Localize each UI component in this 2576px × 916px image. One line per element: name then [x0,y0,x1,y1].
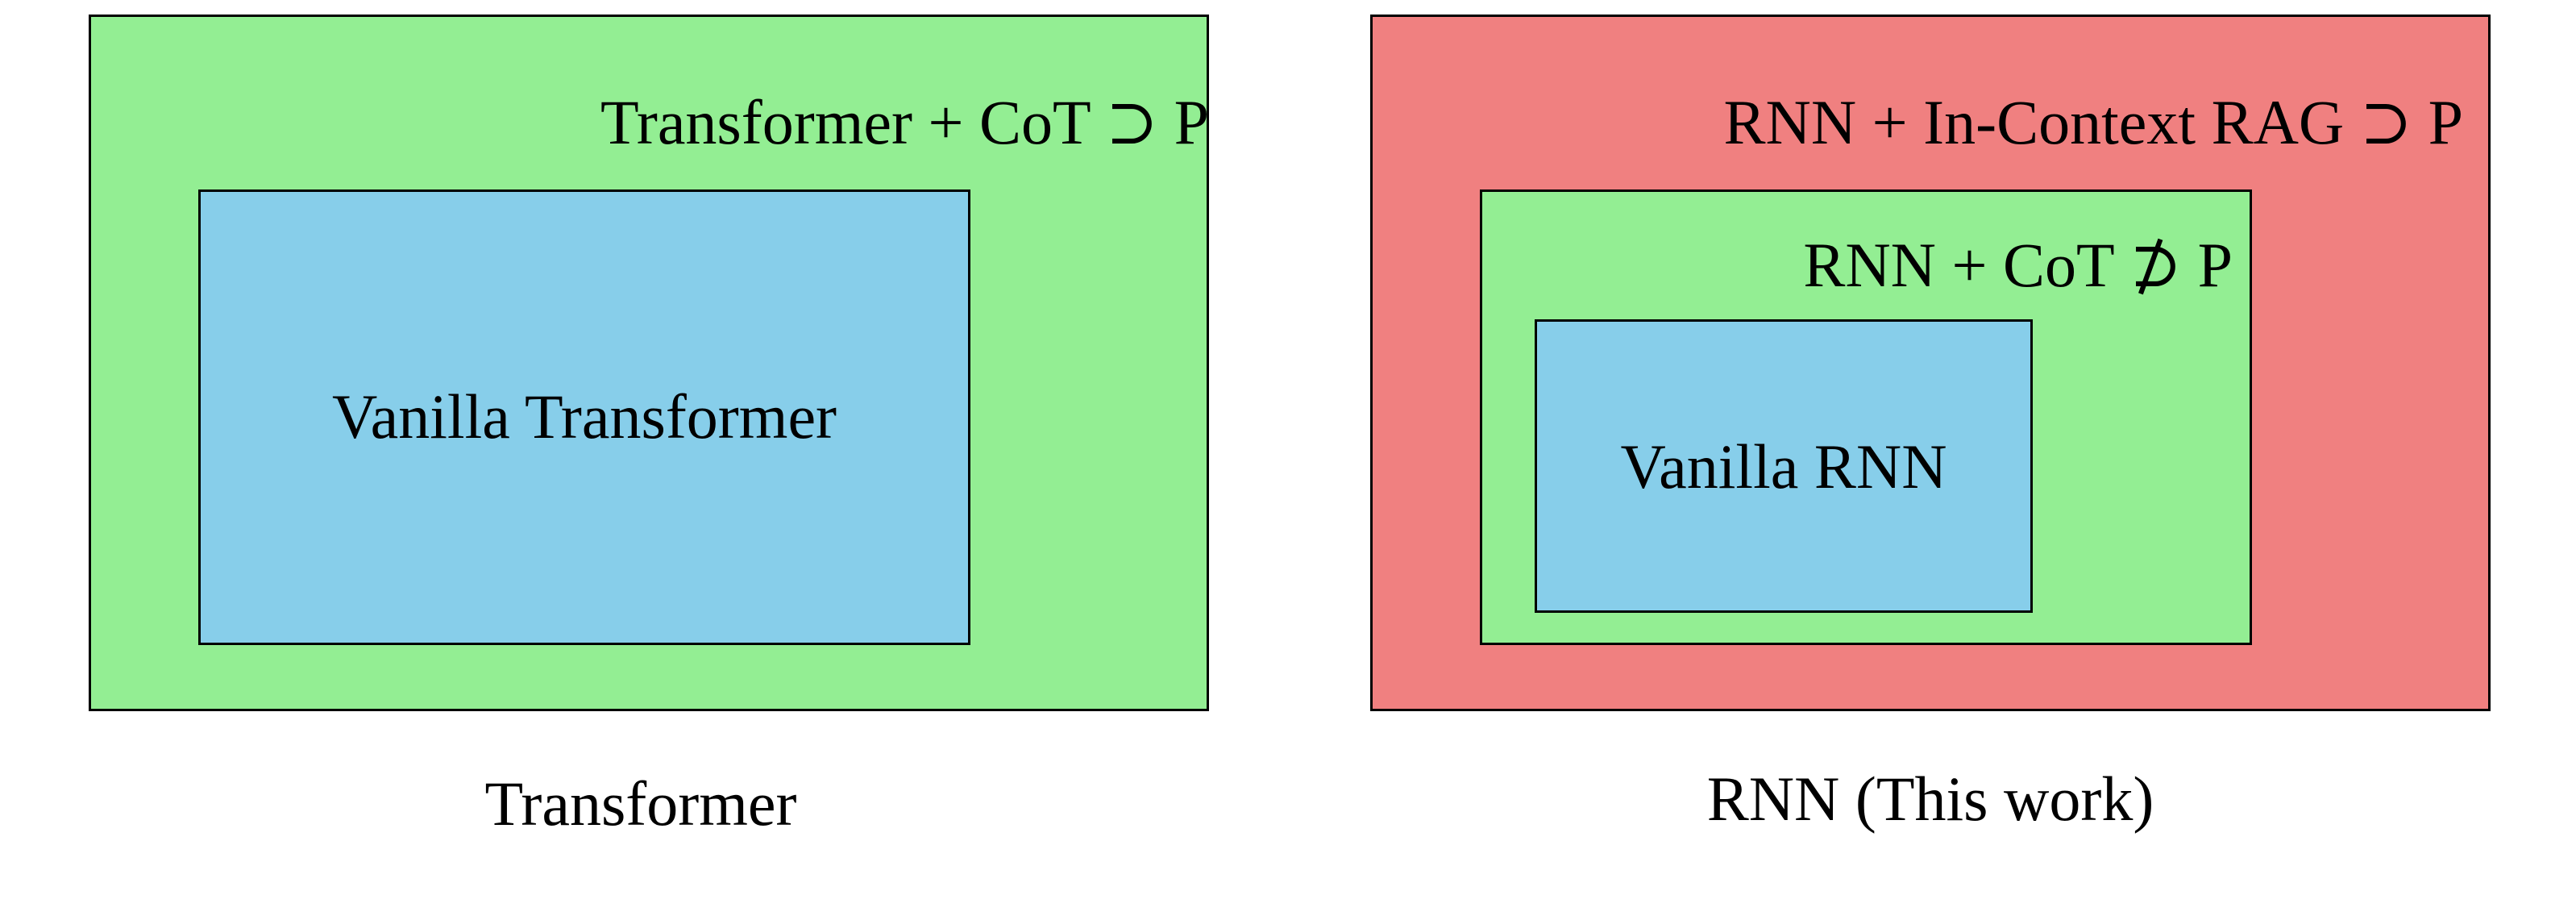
vanilla-transformer-region [198,189,970,645]
vanilla-rnn-label: Vanilla RNN [1620,431,1947,502]
vanilla-transformer-label: Vanilla Transformer [331,381,837,452]
transformer-cot-label: Transformer + CoT ⊃ P [600,87,1209,157]
rnn-rag-label: RNN + In-Context RAG ⊃ P [1723,87,2463,157]
rnn-cot-label: RNN + CoT ⊅ P [1803,230,2233,300]
rnn-caption: RNN (This work) [1706,764,2154,834]
vanilla-rnn-region [1535,319,2033,613]
transformer-caption: Transformer [484,768,797,839]
